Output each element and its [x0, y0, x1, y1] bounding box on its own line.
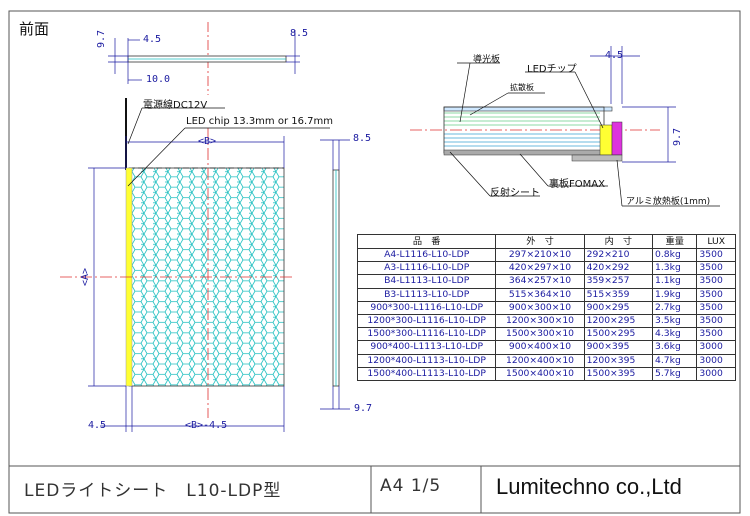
company-name: Lumitechno co.,Ltd: [496, 474, 682, 499]
label-back-plate: 裏板FOMAX: [549, 179, 605, 190]
top-dim-offset: 4.5: [143, 34, 162, 45]
cell-outer: 900×400×10: [495, 340, 585, 355]
cell-inner: 1500×295: [583, 327, 654, 342]
label-heatsink: アルミ放熱板(1mm): [626, 197, 711, 207]
label-diffuser: 拡散板: [510, 83, 534, 92]
cell-part: 1500*400-L1113-L10-LDP: [356, 366, 497, 381]
cell-inner: 1500×395: [583, 366, 654, 381]
side-view: [320, 139, 350, 410]
power-cable-label: 電源線DC12V: [143, 100, 208, 111]
cell-inner: 420×292: [583, 261, 654, 276]
cell-inner: 900×295: [583, 300, 654, 315]
cell-weight: 1.3kg: [652, 261, 698, 276]
cell-inner: 292×210: [583, 247, 654, 263]
table-header-row: 品 番 外 寸 内 寸 重量 LUX: [356, 234, 736, 249]
cell-lux: 3500: [696, 247, 736, 263]
cell-part: A4-L1116-L10-LDP: [356, 247, 497, 263]
cell-weight: 5.7kg: [652, 366, 698, 381]
view-label: 前面: [19, 20, 50, 38]
cell-outer: 1200×300×10: [495, 313, 585, 329]
cell-outer: 420×297×10: [495, 261, 585, 276]
section-led-chip: [599, 124, 613, 156]
cell-lux: 3500: [696, 274, 736, 289]
cell-inner: 515×359: [583, 287, 654, 302]
cell-lux: 3000: [696, 366, 736, 381]
cell-outer: 1200×400×10: [495, 353, 585, 368]
cell-part: B4-L1113-L10-LDP: [356, 274, 497, 289]
cell-part: 1500*300-L1116-L10-LDP: [356, 327, 497, 342]
cell-weight: 1.9kg: [652, 287, 698, 302]
cell-lux: 3500: [696, 300, 736, 315]
top-dim-right: 8.5: [290, 28, 309, 39]
top-dim-thickness: 9.7: [96, 29, 107, 48]
header-outer-size: 外 寸: [495, 234, 585, 249]
header-weight: 重量: [652, 234, 698, 249]
cell-inner: 1200×395: [583, 353, 654, 368]
cell-outer: 364×257×10: [495, 274, 585, 289]
cell-inner: 1200×295: [583, 313, 654, 329]
cell-weight: 1.1kg: [652, 274, 698, 289]
cell-outer: 515×364×10: [495, 287, 585, 302]
dim-bottom-right: 9.7: [354, 403, 373, 414]
cell-lux: 3500: [696, 327, 736, 342]
label-light-guide: 導光板: [473, 55, 501, 65]
sheet-border: [8, 10, 741, 514]
dim-bottom-width: <B>-4.5: [185, 420, 228, 431]
sheet-number: A4 1/5: [380, 476, 442, 496]
cell-outer: 1500×400×10: [495, 366, 585, 381]
dim-bottom-left: 4.5: [88, 420, 107, 431]
header-part-number: 品 番: [356, 234, 497, 249]
cell-outer: 297×210×10: [495, 247, 585, 263]
label-led-chip: LEDチップ: [527, 64, 577, 75]
led-chip-callout: LED chip 13.3mm or 16.7mm: [186, 116, 333, 127]
header-lux: LUX: [696, 234, 736, 249]
cell-part: 900*400-L1113-L10-LDP: [356, 340, 497, 355]
cell-part: B3-L1113-L10-LDP: [356, 287, 497, 302]
top-dim-bottom: 10.0: [146, 74, 171, 85]
cell-lux: 3500: [696, 261, 736, 276]
cell-weight: 2.7kg: [652, 300, 698, 315]
cell-weight: 3.5kg: [652, 313, 698, 329]
cell-part: 900*300-L1116-L10-LDP: [356, 300, 497, 315]
dim-width-b: <B>: [198, 136, 217, 147]
front-view: [60, 98, 330, 432]
cell-lux: 3500: [696, 287, 736, 302]
section-dim-side: 9.7: [672, 127, 683, 146]
cell-part: 1200*300-L1116-L10-LDP: [356, 313, 497, 329]
product-title: LEDライトシート L10-LDP型: [24, 481, 282, 501]
cell-weight: 4.3kg: [652, 327, 698, 342]
cell-lux: 3000: [696, 353, 736, 368]
cell-outer: 1500×300×10: [495, 327, 585, 342]
cell-weight: 0.8kg: [652, 247, 698, 263]
cell-inner: 359×257: [583, 274, 654, 289]
cross-section: [410, 46, 720, 207]
section-heatsink: [611, 121, 623, 156]
cell-outer: 900×300×10: [495, 300, 585, 315]
dim-height-a: <A>: [80, 267, 91, 286]
label-reflector: 反射シート: [490, 188, 540, 199]
cell-weight: 3.6kg: [652, 340, 698, 355]
top-view: [108, 22, 300, 95]
header-inner-size: 内 寸: [583, 234, 654, 249]
cell-part: A3-L1116-L10-LDP: [356, 261, 497, 276]
cell-inner: 900×395: [583, 340, 654, 355]
cell-weight: 4.7kg: [652, 353, 698, 368]
cell-lux: 3000: [696, 340, 736, 355]
cell-part: 1200*400-L1113-L10-LDP: [356, 353, 497, 368]
cell-lux: 3500: [696, 313, 736, 329]
section-dim-top: 4.5: [605, 50, 624, 61]
dim-side-thickness: 8.5: [353, 133, 372, 144]
